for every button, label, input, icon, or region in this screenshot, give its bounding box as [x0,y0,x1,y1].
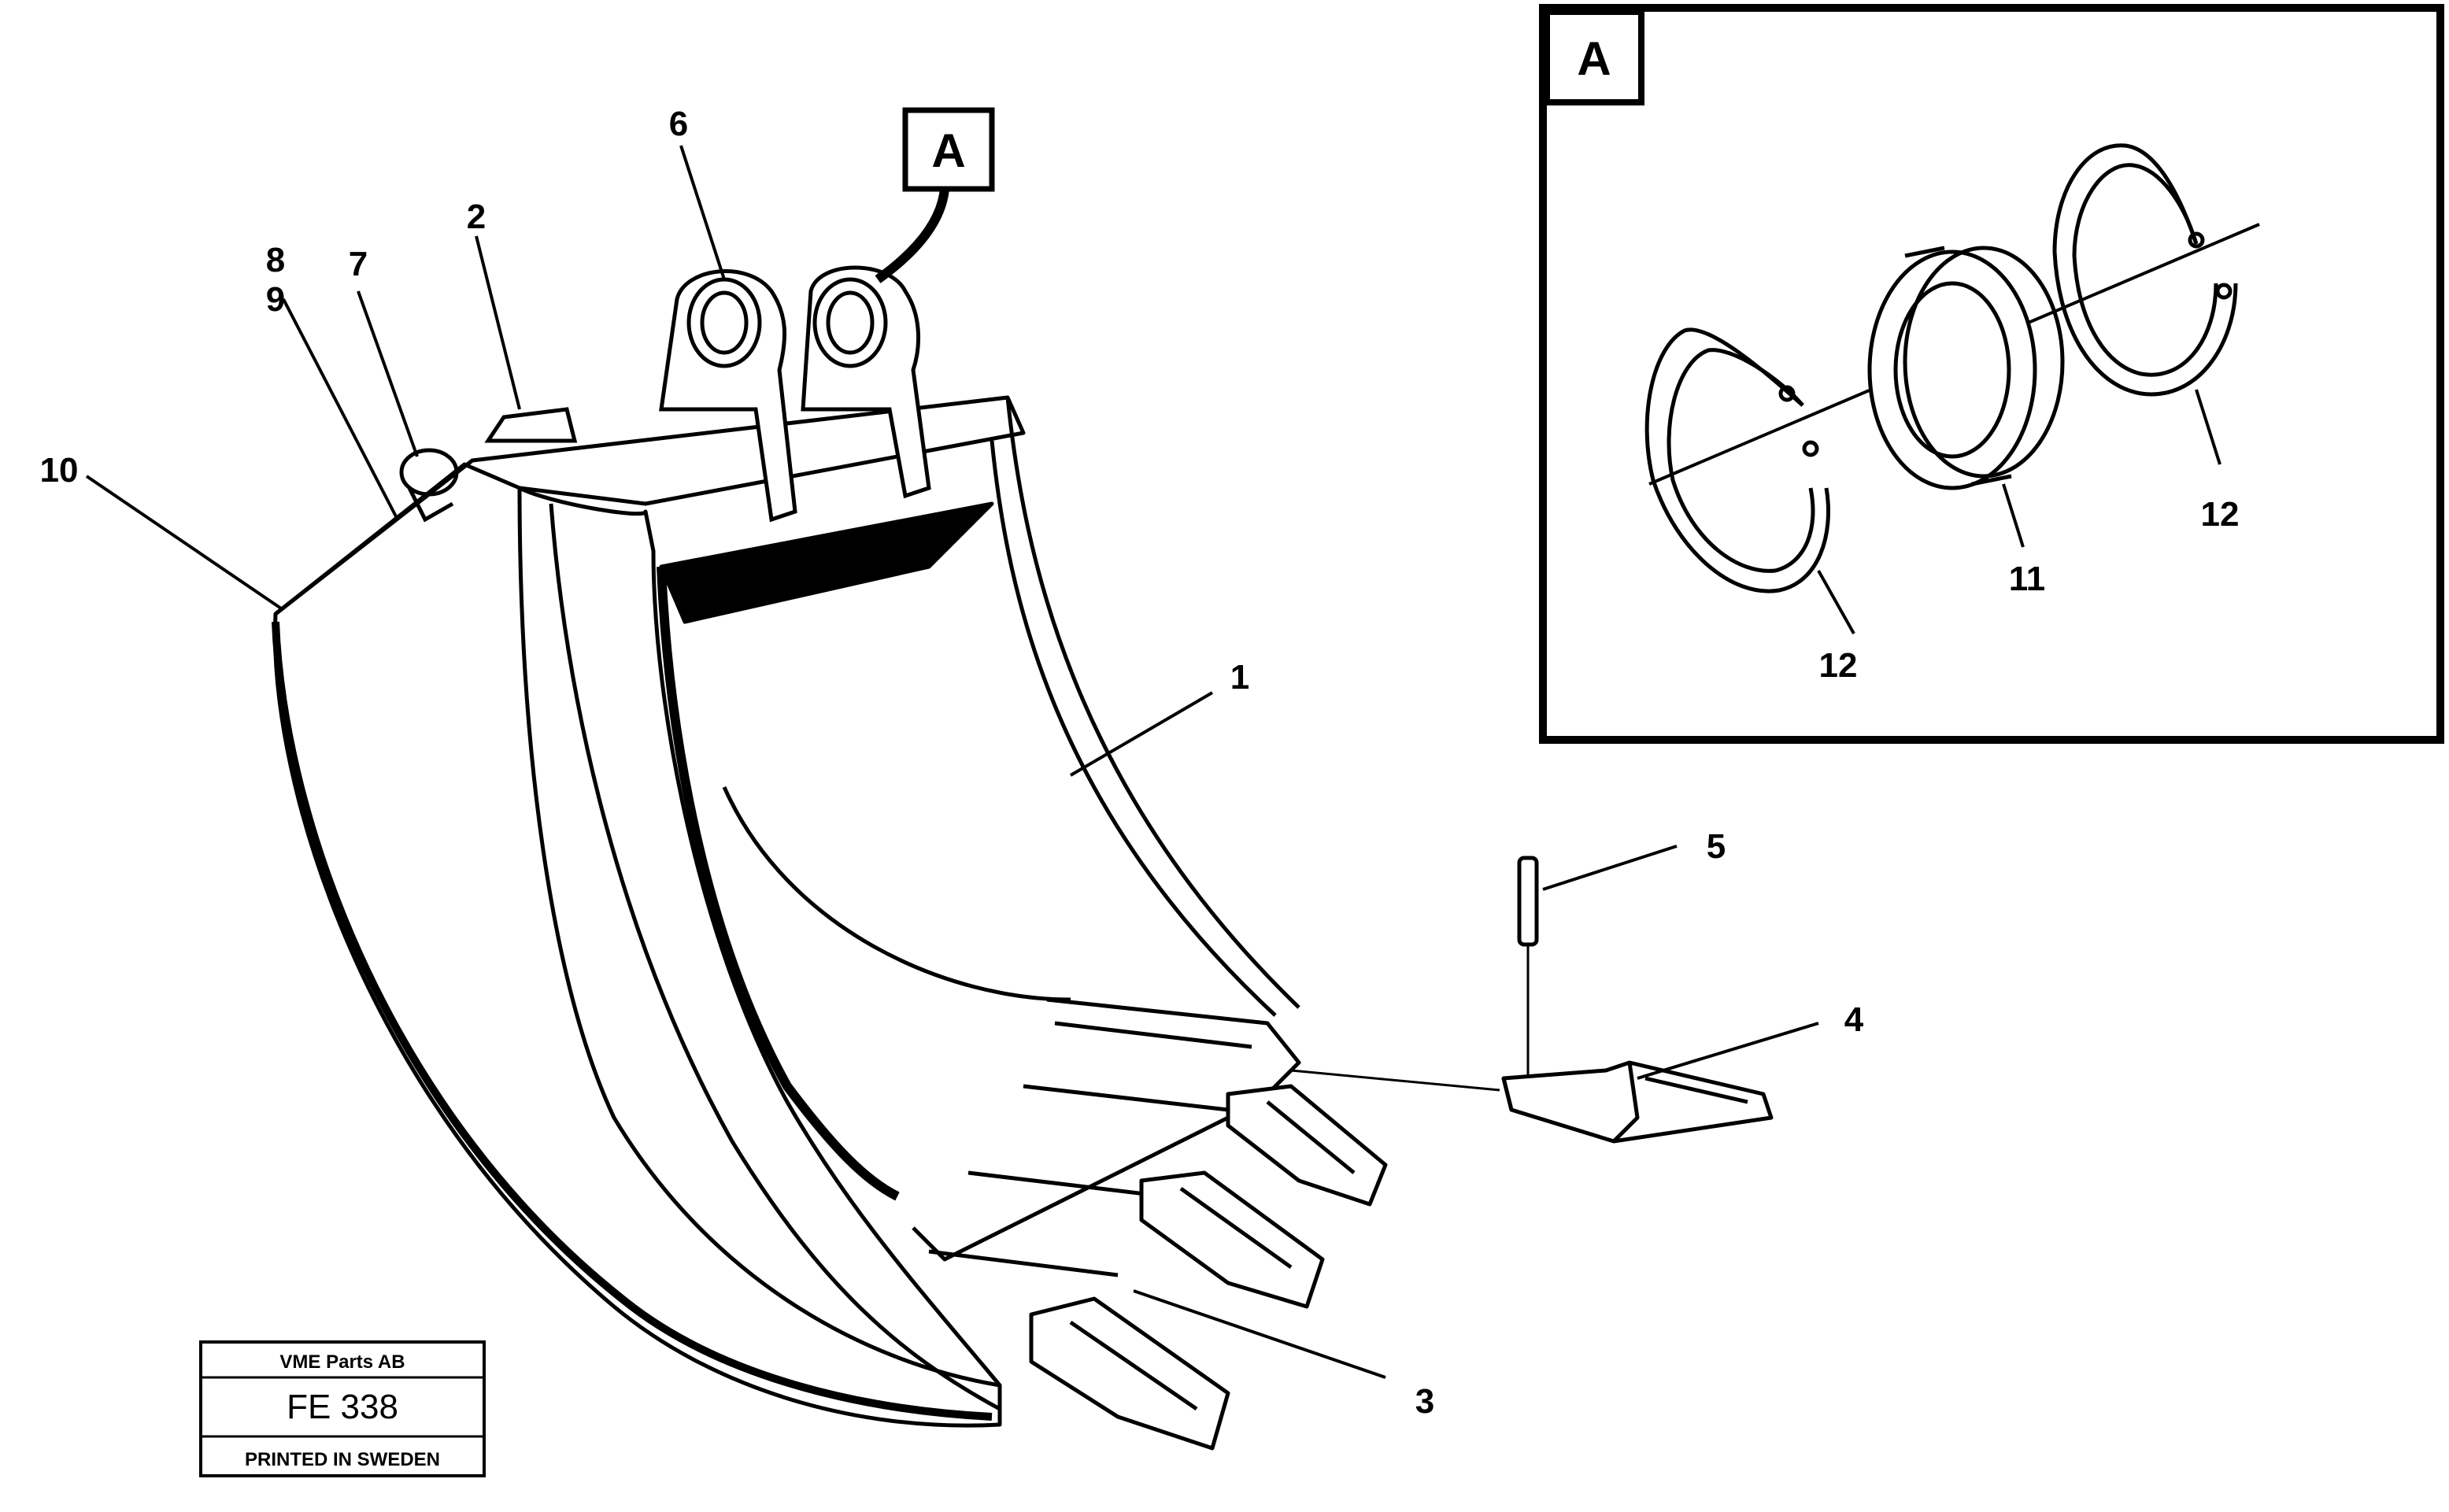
bucket-teeth [1029,1084,1388,1451]
callout-2: 2 [467,198,486,236]
callout-1: 1 [1230,658,1249,697]
callout-6: 6 [669,105,688,143]
replacement-tooth [1501,1060,1774,1144]
lifting-eye [399,407,578,523]
tooth-pin [1290,856,1539,1092]
svg-text:A: A [931,124,965,177]
leader-lines [85,145,1819,1379]
callout-7: 7 [349,245,368,283]
callout-4: 4 [1844,1000,1864,1039]
callout-9: 9 [266,280,285,319]
callout-10: 10 [40,451,79,490]
bearing-ring [1867,246,2065,490]
callout-12-left: 12 [1819,646,1858,685]
svg-text:A: A [1577,32,1611,85]
detail-inset: A 11 12 [1539,4,2444,744]
callout-5: 5 [1707,827,1726,866]
stamp-code: FE 338 [287,1388,398,1426]
detail-tag-a: A [875,107,995,283]
callout-11: 11 [2009,560,2046,598]
bucket [272,395,1301,1428]
callout-12-right: 12 [2201,495,2240,534]
callout-8: 8 [266,241,285,279]
mounting-ears [659,265,931,523]
snap-ring-left [1644,327,1830,593]
stamp-company: VME Parts AB [279,1351,405,1373]
callouts: 1 2 3 4 5 6 7 8 9 10 [40,105,1864,1421]
parts-stamp: VME Parts AB FE 338 PRINTED IN SWEDEN [199,1340,486,1477]
stamp-printed: PRINTED IN SWEDEN [245,1449,440,1470]
snap-ring-right [2052,143,2238,397]
callout-3: 3 [1415,1382,1434,1421]
